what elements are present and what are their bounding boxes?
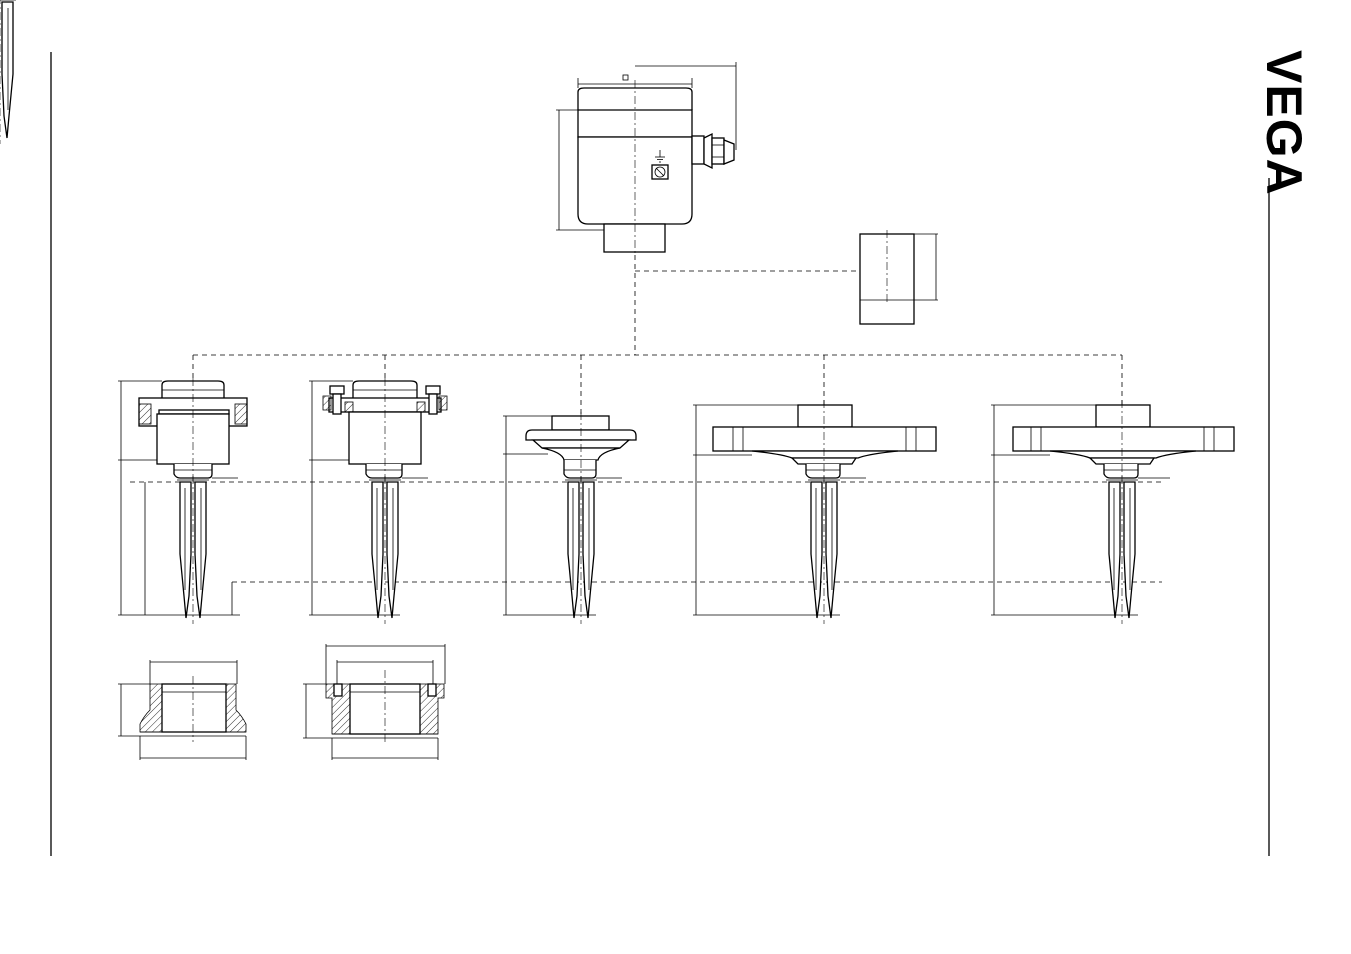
fitting-clamp	[503, 412, 636, 624]
tuning-fork	[0, 0, 16, 144]
svg-text:VEGA: VEGA	[1256, 50, 1312, 196]
cable-gland	[692, 134, 734, 168]
vega-logo: VEGA	[1256, 50, 1312, 196]
weld-adapter-2	[303, 644, 445, 760]
fitting-flange-2	[991, 400, 1234, 624]
extension-detail	[635, 230, 938, 355]
fitting-union-nut	[118, 378, 247, 624]
sensor-housing	[556, 62, 736, 255]
fitting-flange-1	[693, 400, 936, 624]
weld-adapter-1	[118, 660, 246, 760]
connection-lines	[130, 355, 1162, 582]
fitting-bolted-union	[309, 378, 447, 624]
